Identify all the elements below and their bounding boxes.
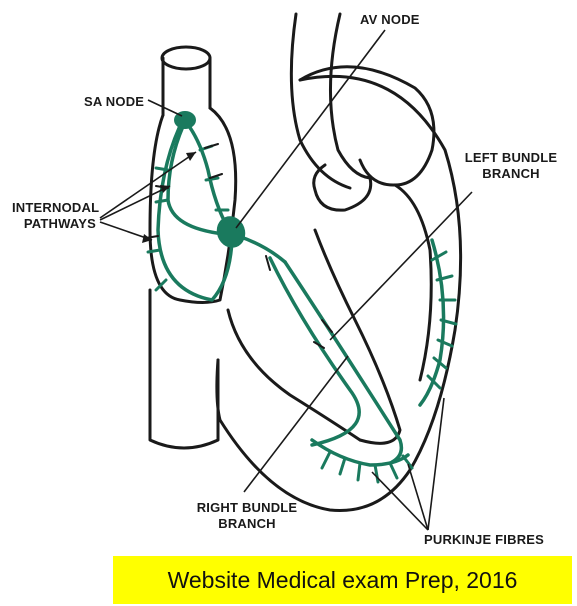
- arrowhead-internodal-2: [160, 185, 170, 193]
- internodal-pathway-anterior: [184, 120, 230, 230]
- label-purkinje-fibres: PURKINJE FIBRES: [424, 532, 545, 547]
- right-bundle-branch: [268, 256, 361, 447]
- right-ventricle-inner: [226, 308, 362, 442]
- aorta-left: [289, 12, 352, 190]
- superior-vena-cava: [161, 56, 212, 117]
- left-bundle-branch: [283, 260, 404, 464]
- label-left-bundle-text: LEFT BUNDLE BRANCH: [464, 150, 558, 181]
- inferior-vena-cava: [148, 288, 220, 450]
- right-atrium: [148, 106, 238, 304]
- left-ventricle-inner: [393, 183, 433, 382]
- label-sa-node: SA NODE: [84, 94, 145, 109]
- bundle-of-his: [236, 234, 287, 264]
- left-atrium: [298, 65, 436, 187]
- purkinje-bottom: [310, 438, 410, 467]
- aorta-right: [329, 12, 372, 180]
- label-right-bundle-text: RIGHT BUNDLE BRANCH: [196, 500, 298, 531]
- leader-purkinje-1: [371, 471, 429, 531]
- leader-sa-node: [147, 99, 183, 117]
- leader-arrowheads: [142, 152, 196, 243]
- label-left-bundle-branch: LEFT BUNDLE BRANCH: [458, 150, 564, 182]
- leader-internodal-3: [99, 221, 153, 241]
- leader-internodal-2: [99, 185, 171, 221]
- arrowhead-internodal-1: [186, 152, 196, 161]
- label-right-bundle-branch: RIGHT BUNDLE BRANCH: [192, 500, 302, 532]
- svc-opening: [160, 45, 212, 71]
- atrial-septum: [312, 163, 373, 212]
- leader-right-bundle: [243, 355, 349, 493]
- leader-av-node: [235, 29, 386, 229]
- leader-left-bundle: [329, 191, 473, 341]
- leader-purkinje-2: [407, 463, 429, 531]
- leader-lines: [99, 29, 473, 531]
- footer-banner: Website Medical exam Prep, 2016: [113, 556, 572, 604]
- heart-outer: [215, 74, 463, 512]
- footer-text: Website Medical exam Prep, 2016: [167, 566, 518, 593]
- conduction-system: [156, 120, 446, 467]
- septum: [313, 228, 402, 445]
- leader-internodal-1: [99, 151, 197, 219]
- label-internodal-text: INTERNODAL PATHWAYS: [12, 200, 100, 231]
- label-av-node: AV NODE: [360, 12, 420, 27]
- heart-outline: [148, 12, 463, 512]
- purkinje-left-wall: [418, 238, 446, 407]
- label-internodal-pathways: INTERNODAL PATHWAYS: [12, 200, 100, 232]
- arrowhead-internodal-3: [142, 234, 152, 243]
- leader-purkinje-3: [427, 397, 445, 531]
